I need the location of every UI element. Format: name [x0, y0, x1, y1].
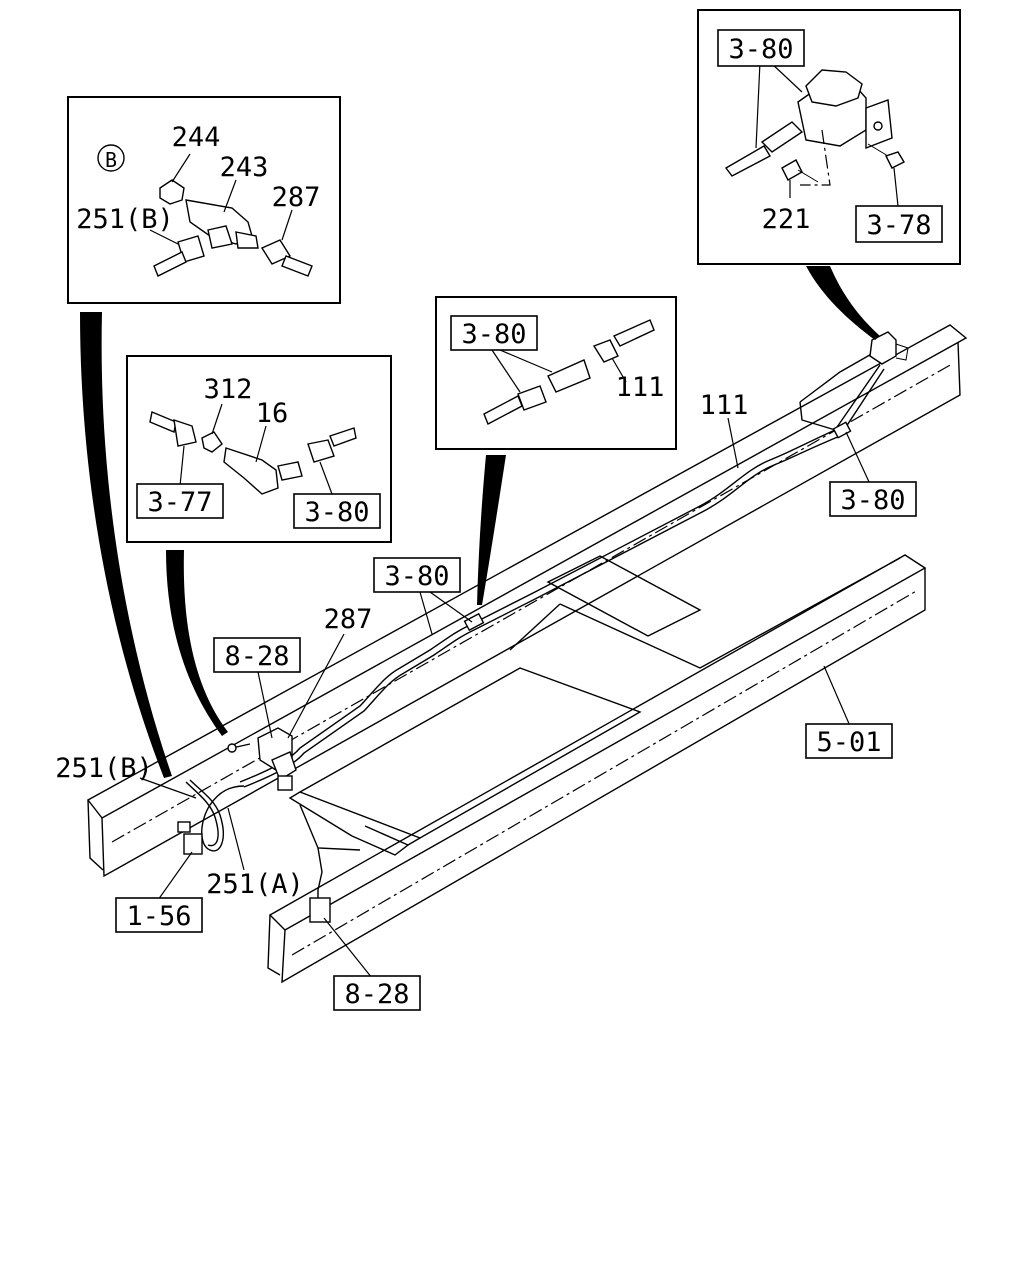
flare-nut [517, 385, 547, 411]
ref-3-80-inset-middle-left[interactable]: 3-80 [304, 497, 369, 528]
left-rail-top-flange [86, 324, 968, 819]
callout-to-inset-middle [477, 455, 506, 605]
ref-8-28-top[interactable]: 8-28 [224, 641, 289, 672]
pipe-fittings [177, 331, 909, 923]
ref-8-28-bottom[interactable]: 8-28 [344, 979, 409, 1010]
nut-3-78 [885, 151, 905, 169]
part-number-111[interactable]: 111 [700, 390, 749, 421]
connector-1-56 [183, 833, 203, 855]
ref-3-78[interactable]: 3-78 [866, 210, 931, 241]
inset-top-left: B 244 243 251(B) 287 [67, 96, 341, 304]
inset-frame [67, 96, 341, 304]
inset-frame [697, 9, 961, 265]
cross-member-front [298, 667, 642, 839]
fitting-3-77 [173, 418, 197, 447]
callout-to-inset-middle-left [166, 550, 228, 736]
circle-mark-b [97, 144, 125, 172]
part-number-16[interactable]: 16 [256, 398, 289, 429]
circle-mark-b-letter: B [105, 148, 117, 172]
inset-middle-left: 312 16 3-77 3-80 [126, 355, 392, 543]
hose-fitting [760, 121, 804, 153]
bracket-8-28-lower [309, 897, 331, 923]
ref-1-56[interactable]: 1-56 [126, 901, 191, 932]
hose-fitting-287 [260, 239, 292, 265]
ref-3-77[interactable]: 3-77 [147, 487, 212, 518]
inset-middle: 3-80 111 [435, 296, 677, 450]
main-labels: 111 3-80 3-80 287 8-28 5-01 251(B) 251(A… [55, 390, 917, 1011]
part-number-287-inset[interactable]: 287 [272, 182, 321, 213]
union-fitting-right [832, 421, 852, 439]
nut-244 [159, 179, 185, 205]
relay-valve-bracket [869, 331, 897, 365]
elbow-16 [223, 447, 279, 495]
part-number-244[interactable]: 244 [172, 122, 221, 153]
callout-to-inset-top-left [80, 312, 172, 778]
part-number-251b-inset[interactable]: 251(B) [76, 204, 174, 235]
flare-nut-111 [592, 339, 619, 363]
inset-top-right: 3-80 221 3-78 [697, 9, 961, 265]
fitting-3-80 [307, 439, 335, 463]
part-number-251b[interactable]: 251(B) [55, 753, 153, 784]
union-fitting-mid [463, 612, 485, 632]
part-number-312[interactable]: 312 [204, 374, 253, 405]
pipe-end [483, 395, 523, 425]
part-number-251a[interactable]: 251(A) [206, 869, 304, 900]
ref-3-80-inset-middle[interactable]: 3-80 [461, 319, 526, 350]
ref-3-80-mid[interactable]: 3-80 [384, 561, 449, 592]
cross-member-rear [546, 555, 702, 637]
part-number-221[interactable]: 221 [762, 204, 811, 235]
inset-frame [126, 355, 392, 543]
ref-3-80-top-right[interactable]: 3-80 [728, 34, 793, 65]
hose-251 [189, 779, 245, 852]
inset-frame [435, 296, 677, 450]
part-number-111-inset[interactable]: 111 [616, 372, 665, 403]
hose-end-left [149, 411, 177, 433]
nut-312 [201, 431, 223, 453]
callout-to-inset-top-right [806, 266, 880, 340]
part-number-287[interactable]: 287 [324, 604, 373, 635]
brake-pipe-111 [239, 351, 885, 788]
callout-swooshes [80, 266, 880, 778]
chassis-frame [86, 324, 968, 984]
ref-5-01[interactable]: 5-01 [816, 727, 881, 758]
union [547, 359, 591, 393]
ref-3-80-right[interactable]: 3-80 [840, 485, 905, 516]
bolt-221 [781, 159, 803, 181]
part-number-243[interactable]: 243 [220, 152, 269, 183]
